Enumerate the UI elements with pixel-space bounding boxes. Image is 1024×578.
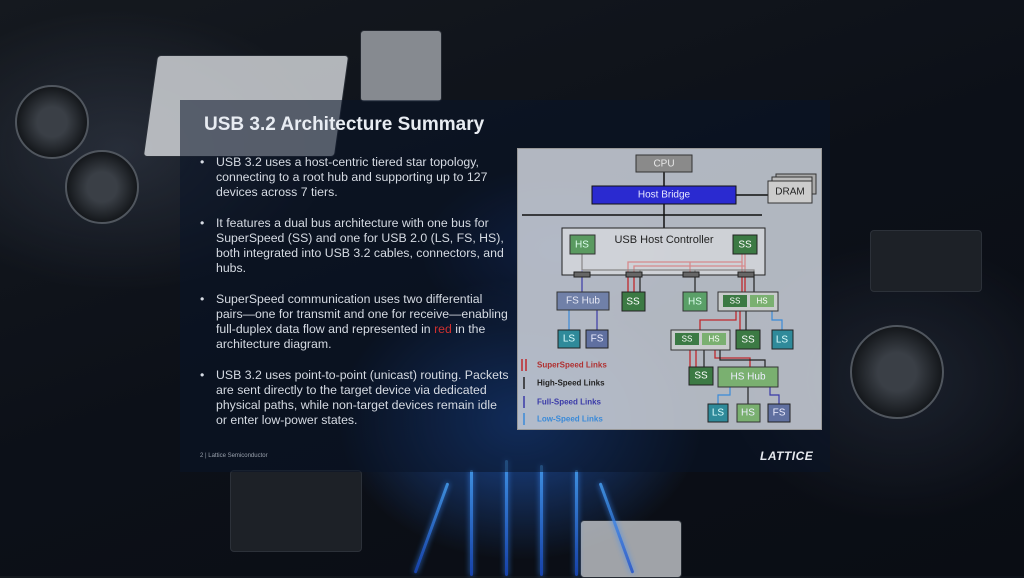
svg-text:LS: LS — [712, 408, 725, 419]
device-fs: FS — [585, 329, 609, 349]
svg-text:HS: HS — [708, 335, 719, 344]
device-ls: LS — [557, 329, 581, 349]
usb3-hub-1: SS HS — [717, 291, 779, 312]
bullet-text: SuperSpeed communication uses two differ… — [216, 292, 508, 336]
svg-text:FS Hub: FS Hub — [566, 296, 600, 307]
svg-text:Host Bridge: Host Bridge — [638, 190, 691, 201]
bullet-text: in the architecture diagram. — [216, 322, 486, 351]
svg-text:HS: HS — [688, 297, 702, 308]
slide-title: USB 3.2 Architecture Summary — [204, 114, 485, 135]
slide-footer: 2 | Lattice Semiconductor — [200, 453, 268, 459]
bullet-item: USB 3.2 uses point-to-point (unicast) ro… — [200, 368, 510, 428]
svg-text:DRAM: DRAM — [775, 187, 804, 198]
lattice-logo: LATTICE — [760, 449, 814, 463]
bullet-item: USB 3.2 uses a host-centric tiered star … — [200, 155, 510, 200]
device-ss: SS — [735, 329, 761, 350]
svg-text:LS: LS — [563, 334, 576, 345]
svg-text:Low-Speed Links: Low-Speed Links — [537, 415, 603, 424]
bullet-item: SuperSpeed communication uses two differ… — [200, 292, 510, 352]
legend-superspeed: SuperSpeed Links — [521, 359, 607, 371]
capacitor — [850, 325, 944, 419]
chip — [360, 30, 442, 102]
usb-host-controller-box: USB Host Controller — [561, 227, 766, 276]
svg-text:HS: HS — [756, 297, 767, 306]
svg-text:Full-Speed Links: Full-Speed Links — [537, 398, 602, 407]
bus-lines — [522, 172, 768, 228]
trace — [575, 470, 578, 576]
device-ss: SS — [688, 366, 714, 386]
device-ls: LS — [771, 329, 794, 350]
svg-text:HS: HS — [741, 408, 755, 419]
usb3-hub-2: SS HS — [670, 329, 731, 351]
svg-text:SS: SS — [694, 371, 708, 382]
host-bridge-box: Host Bridge — [591, 185, 737, 205]
bullet-list: USB 3.2 uses a host-centric tiered star … — [200, 155, 510, 444]
trace — [540, 465, 543, 576]
trace — [470, 470, 473, 576]
svg-text:FS: FS — [591, 334, 604, 345]
device-hs: HS — [736, 403, 761, 423]
device-fs: FS — [767, 403, 791, 423]
legend-full-speed: Full-Speed Links — [523, 396, 602, 408]
capacitor — [65, 150, 139, 224]
controller-hs: HS — [569, 234, 596, 255]
diagram-legend: SuperSpeed Links High-Speed Links Full-S… — [521, 359, 607, 425]
trace — [505, 460, 508, 576]
chip — [580, 520, 682, 578]
cpu-box: CPU — [635, 154, 693, 173]
root-ports — [573, 271, 755, 278]
svg-text:SS: SS — [741, 335, 755, 346]
svg-text:HS: HS — [575, 240, 589, 251]
capacitor — [15, 85, 89, 159]
low-speed-links — [568, 310, 783, 404]
svg-text:SS: SS — [682, 335, 693, 344]
svg-text:FS: FS — [773, 408, 786, 419]
bullet-item: It features a dual bus architecture with… — [200, 216, 510, 276]
device-ls: LS — [707, 403, 729, 423]
hs-hub: HS Hub — [717, 366, 779, 388]
svg-text:High-Speed Links: High-Speed Links — [537, 379, 605, 388]
svg-text:SS: SS — [730, 297, 741, 306]
svg-text:LS: LS — [776, 335, 789, 346]
device-hs: HS — [682, 291, 708, 312]
dram-box: DRAM — [767, 173, 817, 204]
fs-hub: FS Hub — [556, 291, 610, 311]
controller-ss: SS — [732, 234, 758, 255]
svg-text:USB Host Controller: USB Host Controller — [614, 234, 713, 246]
red-highlight: red — [434, 322, 452, 336]
legend-high-speed: High-Speed Links — [523, 377, 605, 389]
svg-text:SuperSpeed Links: SuperSpeed Links — [537, 361, 607, 370]
chip — [870, 230, 982, 292]
svg-text:CPU: CPU — [653, 159, 674, 170]
svg-text:SS: SS — [626, 297, 640, 308]
legend-low-speed: Low-Speed Links — [523, 413, 603, 425]
device-ss: SS — [621, 291, 646, 312]
svg-text:SS: SS — [738, 240, 752, 251]
svg-text:HS Hub: HS Hub — [730, 372, 765, 383]
